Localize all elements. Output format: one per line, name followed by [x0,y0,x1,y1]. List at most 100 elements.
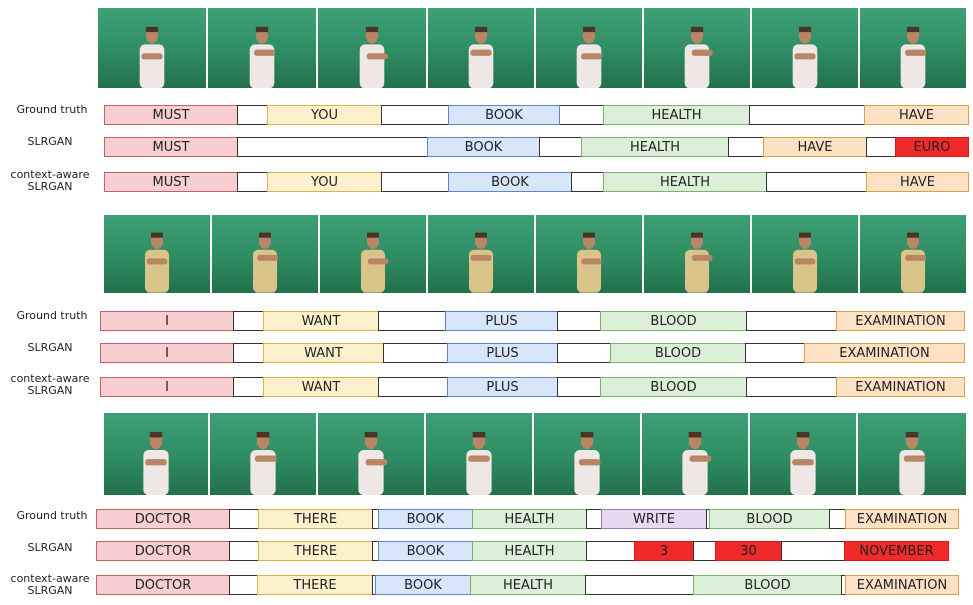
video-frame [644,215,750,293]
gloss-gap [557,311,601,331]
gloss-segment: BOOK [448,172,572,192]
gloss-segment: BLOOD [600,377,747,397]
gloss-segment: HEALTH [581,137,729,157]
gloss-segment: HEALTH [472,509,587,529]
video-frame [858,413,966,495]
gloss-gap [233,311,264,331]
gloss-segment: HAVE [763,137,867,157]
gloss-gap [378,311,446,331]
gloss-segment: EXAMINATION [804,343,965,363]
gloss-gap [229,541,259,561]
row-label-context-aware: context-aware SLRGAN [10,372,90,397]
row-label-context-aware: context-aware SLRGAN [10,572,90,597]
row-label-context-aware: context-aware SLRGAN [10,168,90,193]
gloss-segment: HAVE [866,172,969,192]
gloss-gap [539,137,582,157]
gloss-segment: PLUS [447,343,558,363]
gloss-segment: DOCTOR [96,541,230,561]
gloss-segment: 30 [715,541,782,561]
video-frame [536,215,642,293]
gloss-gap [229,509,259,529]
video-frame [210,413,316,495]
video-frame [318,413,424,495]
video-frame [426,413,532,495]
gloss-gap [557,343,611,363]
row-label-ground-truth: Ground truth [16,509,88,522]
video-frame [536,8,642,88]
gloss-gap [586,509,602,529]
row-label-slrgan: SLRGAN [27,341,73,354]
video-frame [428,215,534,293]
video-frame [750,413,856,495]
gloss-gap [233,343,264,363]
gloss-gap [745,343,805,363]
video-frame [104,413,208,495]
gloss-gap [229,575,258,595]
video-frame [752,215,858,293]
gloss-gap [237,172,268,192]
gloss-segment: EURO [895,137,969,157]
gloss-segment: WANT [263,311,379,331]
gloss-segment: HEALTH [470,575,586,595]
gloss-segment: BLOOD [610,343,746,363]
video-frame [752,8,858,88]
gloss-segment: I [100,311,234,331]
video-frame [428,8,534,88]
gloss-segment: BLOOD [693,575,842,595]
gloss-segment: YOU [267,172,382,192]
gloss-track-slrgan: MUST BOOK HEALTH HAVE EURO [104,137,969,157]
gloss-gap [693,541,716,561]
gloss-segment: BOOK [427,137,540,157]
gloss-gap [378,377,448,397]
gloss-gap [381,172,449,192]
gloss-segment: DOCTOR [96,509,230,529]
gloss-segment: I [100,343,234,363]
gloss-segment: HEALTH [603,172,767,192]
gloss-segment: MUST [104,137,238,157]
gloss-segment: THERE [258,509,373,529]
gloss-segment: EXAMINATION [836,311,965,331]
gloss-gap [557,377,601,397]
gloss-segment: PLUS [447,377,558,397]
video-frame [644,8,750,88]
gloss-track-ground-truth: I WANT PLUS BLOOD EXAMINATION [100,311,965,331]
gloss-gap [749,105,865,125]
gloss-segment: WRITE [601,509,707,529]
video-frame [320,215,426,293]
gloss-segment: PLUS [445,311,558,331]
video-frame [860,215,966,293]
gloss-segment: BOOK [378,541,473,561]
gloss-gap [383,343,448,363]
gloss-gap [866,137,896,157]
gloss-gap [571,172,604,192]
gloss-gap [585,575,694,595]
gloss-gap [237,105,268,125]
gloss-segment: WANT [263,377,379,397]
video-frame [534,413,640,495]
gloss-gap [829,509,846,529]
gloss-segment: NOVEMBER [844,541,949,561]
gloss-segment: I [100,377,234,397]
gloss-segment: YOU [267,105,382,125]
gloss-gap [766,172,867,192]
gloss-gap [781,541,845,561]
gloss-segment: THERE [258,541,373,561]
gloss-segment: EXAMINATION [845,575,959,595]
video-frame [642,413,748,495]
gloss-segment: HEALTH [472,541,587,561]
gloss-segment: BLOOD [600,311,747,331]
gloss-gap [728,137,764,157]
video-frame [212,215,318,293]
gloss-gap [237,137,428,157]
row-label-slrgan: SLRGAN [27,135,73,148]
row-label-slrgan: SLRGAN [27,541,73,554]
gloss-segment: THERE [257,575,373,595]
gloss-segment: BOOK [378,509,473,529]
gloss-segment: BOOK [448,105,560,125]
gloss-segment: MUST [104,105,238,125]
